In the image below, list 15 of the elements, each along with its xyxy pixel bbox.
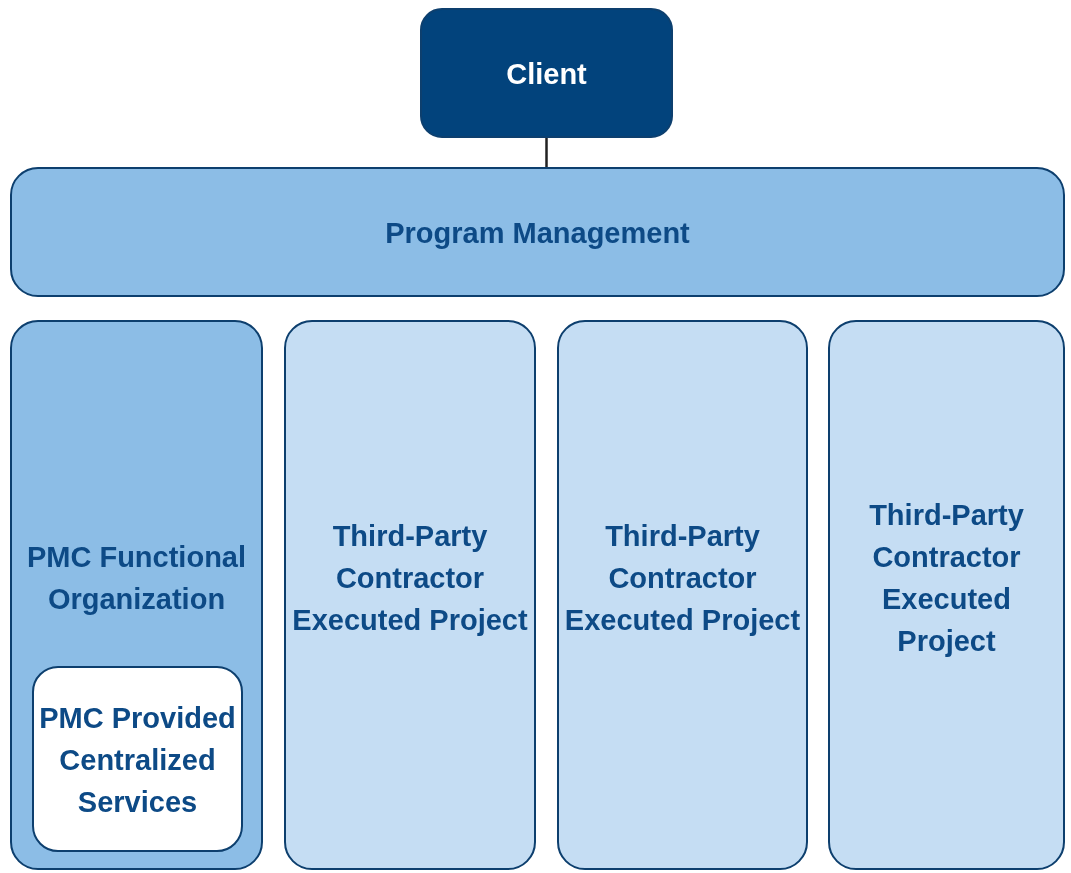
box-label: Third-Party Contractor Executed Project (563, 519, 802, 638)
box-label: Third-Party Contractor Executed Project (868, 498, 1025, 659)
box-label: Third-Party Contractor Executed Project (291, 519, 529, 638)
box-label: PMC Provided Centralized Services (38, 701, 237, 820)
box-label: PMC Functional Organization (25, 540, 248, 617)
services-box (32, 666, 243, 852)
box-label: Program Management (384, 216, 691, 250)
project-column (284, 320, 536, 870)
organization-column (10, 320, 263, 870)
management-band (10, 167, 1065, 297)
box-label: Client (505, 57, 588, 91)
project-column (557, 320, 808, 870)
connector-line (545, 138, 548, 167)
project-column (828, 320, 1065, 870)
client-box (420, 8, 673, 138)
